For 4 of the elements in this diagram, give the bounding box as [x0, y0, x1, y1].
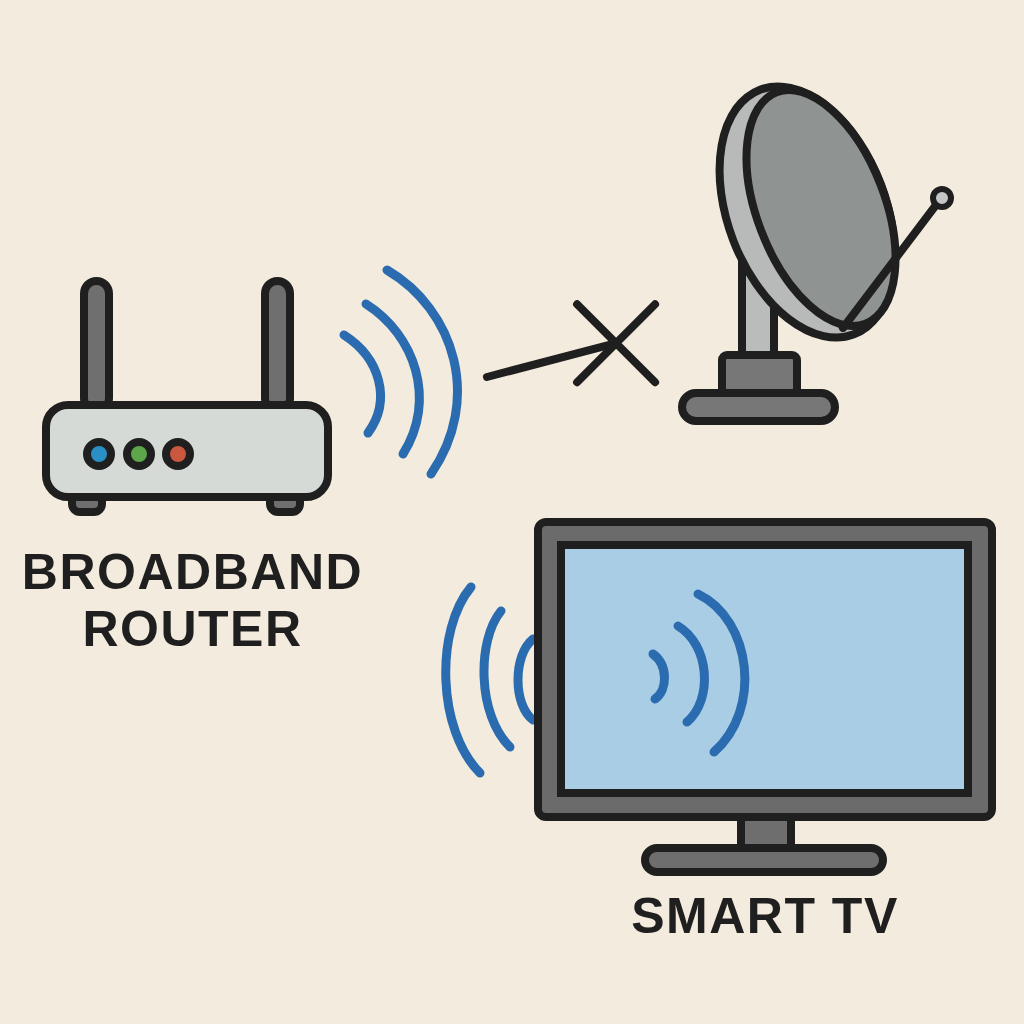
device-label: BROADBAND ROUTER [20, 544, 365, 658]
satellite-dish-illustration [678, 80, 956, 425]
device-label: SMART TV [630, 888, 900, 945]
blocked-connection-line [483, 300, 660, 387]
